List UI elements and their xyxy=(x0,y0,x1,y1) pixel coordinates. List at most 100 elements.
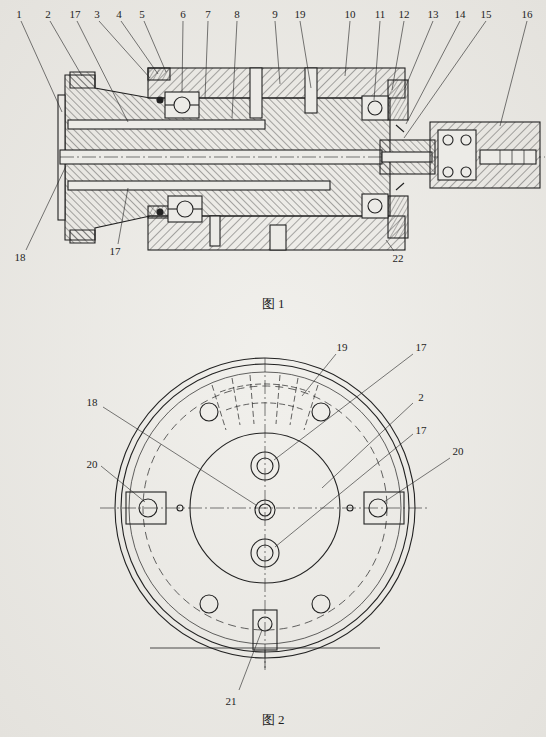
drawing-stroke xyxy=(250,375,254,424)
leader-lines xyxy=(101,354,450,690)
callout-number: 2 xyxy=(418,392,424,403)
bearing xyxy=(168,196,202,222)
drawing-stroke xyxy=(26,166,66,250)
drawing-stroke xyxy=(405,21,433,88)
drawing-stroke xyxy=(438,130,476,180)
drawing-stroke xyxy=(50,21,82,76)
drawing-stroke xyxy=(118,188,128,244)
lug xyxy=(126,492,166,524)
drawing-stroke xyxy=(103,407,256,505)
drawing-stroke xyxy=(265,358,266,670)
drawing-stroke xyxy=(200,595,218,613)
drawing-stroke xyxy=(404,21,486,138)
callout-number: 17 xyxy=(70,9,81,20)
callout-number: 11 xyxy=(375,9,386,20)
drawing-stroke xyxy=(347,505,353,511)
drawing-stroke xyxy=(139,499,157,517)
lug xyxy=(364,492,404,524)
drawing-stroke xyxy=(157,97,163,103)
drawing-stroke xyxy=(443,135,453,145)
callout-number: 4 xyxy=(116,9,122,20)
drawing-stroke xyxy=(100,354,450,690)
bearing xyxy=(362,194,388,218)
callout-number: 10 xyxy=(345,9,356,20)
drawing-stroke xyxy=(101,466,145,502)
callout-number: 9 xyxy=(272,9,278,20)
drawing-stroke xyxy=(212,385,226,430)
drawing-stroke xyxy=(362,96,388,120)
leader-lines xyxy=(21,21,527,251)
drawing-stroke xyxy=(258,617,272,631)
drawing-stroke xyxy=(193,208,202,209)
callout-number: 8 xyxy=(234,9,240,20)
drawing-stroke xyxy=(480,150,536,164)
drawing-stroke xyxy=(21,21,545,251)
drawing-stroke xyxy=(368,199,382,213)
slots xyxy=(212,375,318,430)
channel xyxy=(68,181,330,190)
drawing-stroke xyxy=(177,201,193,217)
drawing-stroke xyxy=(144,21,166,72)
drawing-stroke xyxy=(500,150,524,164)
drawing-stroke xyxy=(382,152,432,162)
callout-number: 21 xyxy=(226,696,237,707)
drawing-stroke xyxy=(290,378,298,425)
radial-port xyxy=(210,216,220,246)
drawing-stroke xyxy=(362,194,388,218)
drawing-stroke xyxy=(312,595,330,613)
drawing-stroke xyxy=(368,101,382,115)
callout-number: 2 xyxy=(45,9,51,20)
drawing-stroke xyxy=(302,354,336,396)
radial-port xyxy=(270,225,286,250)
drawing-stroke xyxy=(406,21,460,124)
callout-number: 18 xyxy=(15,252,26,263)
channel xyxy=(68,120,265,129)
drawing-stroke xyxy=(157,209,163,215)
shaft-stub xyxy=(380,140,435,174)
callout-number: 12 xyxy=(399,9,410,20)
drawing-stroke xyxy=(275,434,413,547)
drawing-stroke xyxy=(168,208,177,209)
drawing-stroke xyxy=(165,104,174,105)
channel-hole xyxy=(251,452,279,480)
seal xyxy=(148,206,170,218)
cover xyxy=(388,196,408,238)
callout-number: 19 xyxy=(337,342,348,353)
central-hole xyxy=(255,500,275,520)
drawing-stroke xyxy=(190,104,199,105)
callout-number: 16 xyxy=(522,9,533,20)
drawing-stroke xyxy=(232,378,240,425)
callout-number: 6 xyxy=(180,9,186,20)
drawing-stroke xyxy=(274,354,413,460)
drawing-stroke xyxy=(200,403,218,421)
drawing-stroke xyxy=(168,196,202,222)
callout-number: 3 xyxy=(94,9,100,20)
drawing-stroke xyxy=(500,21,527,126)
drawing-stroke xyxy=(461,167,471,177)
callout-number: 17 xyxy=(110,246,121,257)
callout-number: 7 xyxy=(205,9,211,20)
bolt-holes xyxy=(200,403,330,613)
drawing-stroke xyxy=(21,21,62,112)
callout-number: 15 xyxy=(481,9,492,20)
drawing-stroke xyxy=(165,92,199,118)
bearing xyxy=(362,96,388,120)
figure-caption: 图 1 xyxy=(262,297,285,310)
bearing xyxy=(165,92,199,118)
callout-number: 14 xyxy=(455,9,466,20)
drawing-stroke xyxy=(99,21,150,78)
drawing-stroke xyxy=(443,167,453,177)
radial-port xyxy=(305,68,317,113)
drawing-stroke xyxy=(174,97,190,113)
drawing-stroke xyxy=(461,135,471,145)
drawing-stroke xyxy=(257,545,273,561)
callout-number: 18 xyxy=(87,397,98,408)
channel-hole xyxy=(251,539,279,567)
drawing-stroke xyxy=(77,21,128,122)
seal xyxy=(148,68,170,80)
drawing-stroke xyxy=(300,21,311,88)
callout-number: 20 xyxy=(87,459,98,470)
drawing-stroke xyxy=(239,630,262,690)
